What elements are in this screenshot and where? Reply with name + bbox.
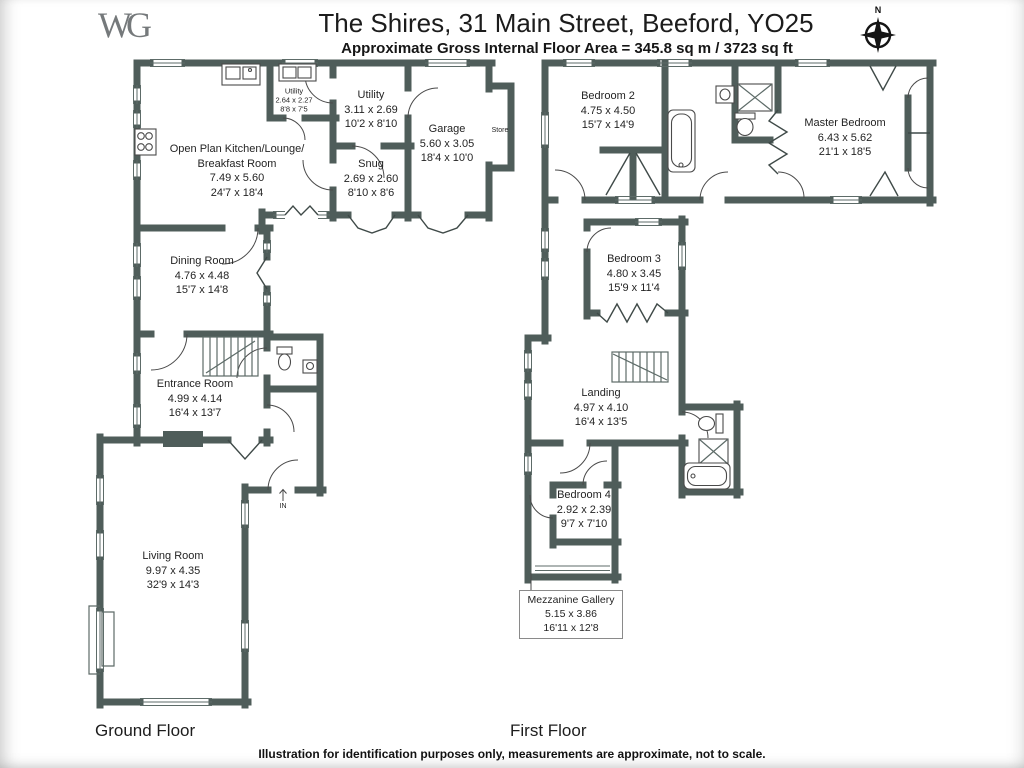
compass-rose: N	[855, 5, 901, 60]
room-label-kitchen: Open Plan Kitchen/Lounge/ Breakfast Room…	[169, 142, 305, 199]
ground-floor-window-markings	[96, 59, 470, 706]
ground-floor-door-arcs	[150, 74, 439, 491]
ground-floor-plan	[88, 59, 515, 709]
compass-north-label: N	[874, 5, 882, 15]
room-label-bedroom-2: Bedroom 2 4.75 x 4.50 15'7 x 14'9	[580, 90, 636, 132]
room-label-entrance-room: Entrance Room 4.99 x 4.14 16'4 x 13'7	[156, 378, 234, 420]
toilet-icon	[734, 112, 756, 137]
entry-arrow-icon	[279, 488, 287, 501]
room-label-mezzanine-gallery: Mezzanine Gallery 5.15 x 3.86 16'11 x 12…	[519, 590, 623, 639]
shower-icon	[698, 438, 729, 465]
wc-basin-icon	[302, 359, 318, 374]
stove-icon	[134, 128, 157, 156]
wc-toilet-icon	[276, 346, 293, 371]
room-label-dining-room: Dining Room 4.76 x 4.48 15'7 x 14'8	[170, 255, 234, 297]
room-label-bedroom-4: Bedroom 4 2.92 x 2.39 9'7 x 7'10	[556, 489, 612, 531]
ground-floor-caption: Ground Floor	[95, 721, 196, 740]
room-label-utility-small: Utility 2.64 x 2.27 8'8 x 7'5	[275, 86, 313, 114]
page-title: The Shires, 31 Main Street, Beeford, YO2…	[318, 8, 814, 38]
stairs-icon	[611, 351, 669, 383]
room-label-bedroom-3: Bedroom 3 4.80 x 3.45 15'9 x 11'4	[606, 253, 662, 295]
fireplace	[163, 431, 203, 447]
room-label-master-bedroom: Master Bedroom 6.43 x 5.62 21'1 x 18'5	[804, 117, 886, 159]
floor-area-subtitle: Approximate Gross Internal Floor Area = …	[341, 40, 793, 57]
first-floor-caption: First Floor	[510, 721, 587, 740]
entry-in-label: IN	[279, 503, 287, 511]
room-label-living-room: Living Room 9.97 x 4.35 32'9 x 14'3	[142, 550, 204, 592]
ground-floor-folding-doors	[227, 204, 469, 461]
shower-icon	[737, 83, 773, 112]
bath-icon	[667, 109, 696, 173]
room-label-landing: Landing 4.97 x 4.10 16'4 x 13'5	[573, 387, 629, 429]
room-label-utility: Utility 3.11 x 2.69 10'2 x 8'10	[344, 89, 398, 131]
disclaimer-text: Illustration for identification purposes…	[258, 747, 766, 761]
first-floor-window-markings	[524, 59, 862, 571]
stairs-icon	[202, 336, 259, 377]
room-label-snug: Snug 2.69 x 2.60 8'10 x 8'6	[343, 158, 399, 200]
basin-icon	[715, 85, 735, 104]
agency-logo: WG	[98, 5, 152, 45]
room-label-store: Store	[491, 127, 509, 135]
first-floor-folding-doors	[596, 65, 930, 324]
toilet-icon	[697, 413, 724, 434]
bath-icon	[683, 462, 731, 490]
ground-floor-walls	[96, 59, 515, 709]
bay-window	[88, 605, 115, 675]
compass-icon	[860, 17, 896, 53]
first-floor-plan	[524, 59, 937, 590]
kitchen-sink-icon	[221, 63, 261, 86]
room-label-garage: Garage 5.60 x 3.05 18'4 x 10'0	[419, 123, 475, 165]
utility-sink-icon	[278, 63, 317, 82]
